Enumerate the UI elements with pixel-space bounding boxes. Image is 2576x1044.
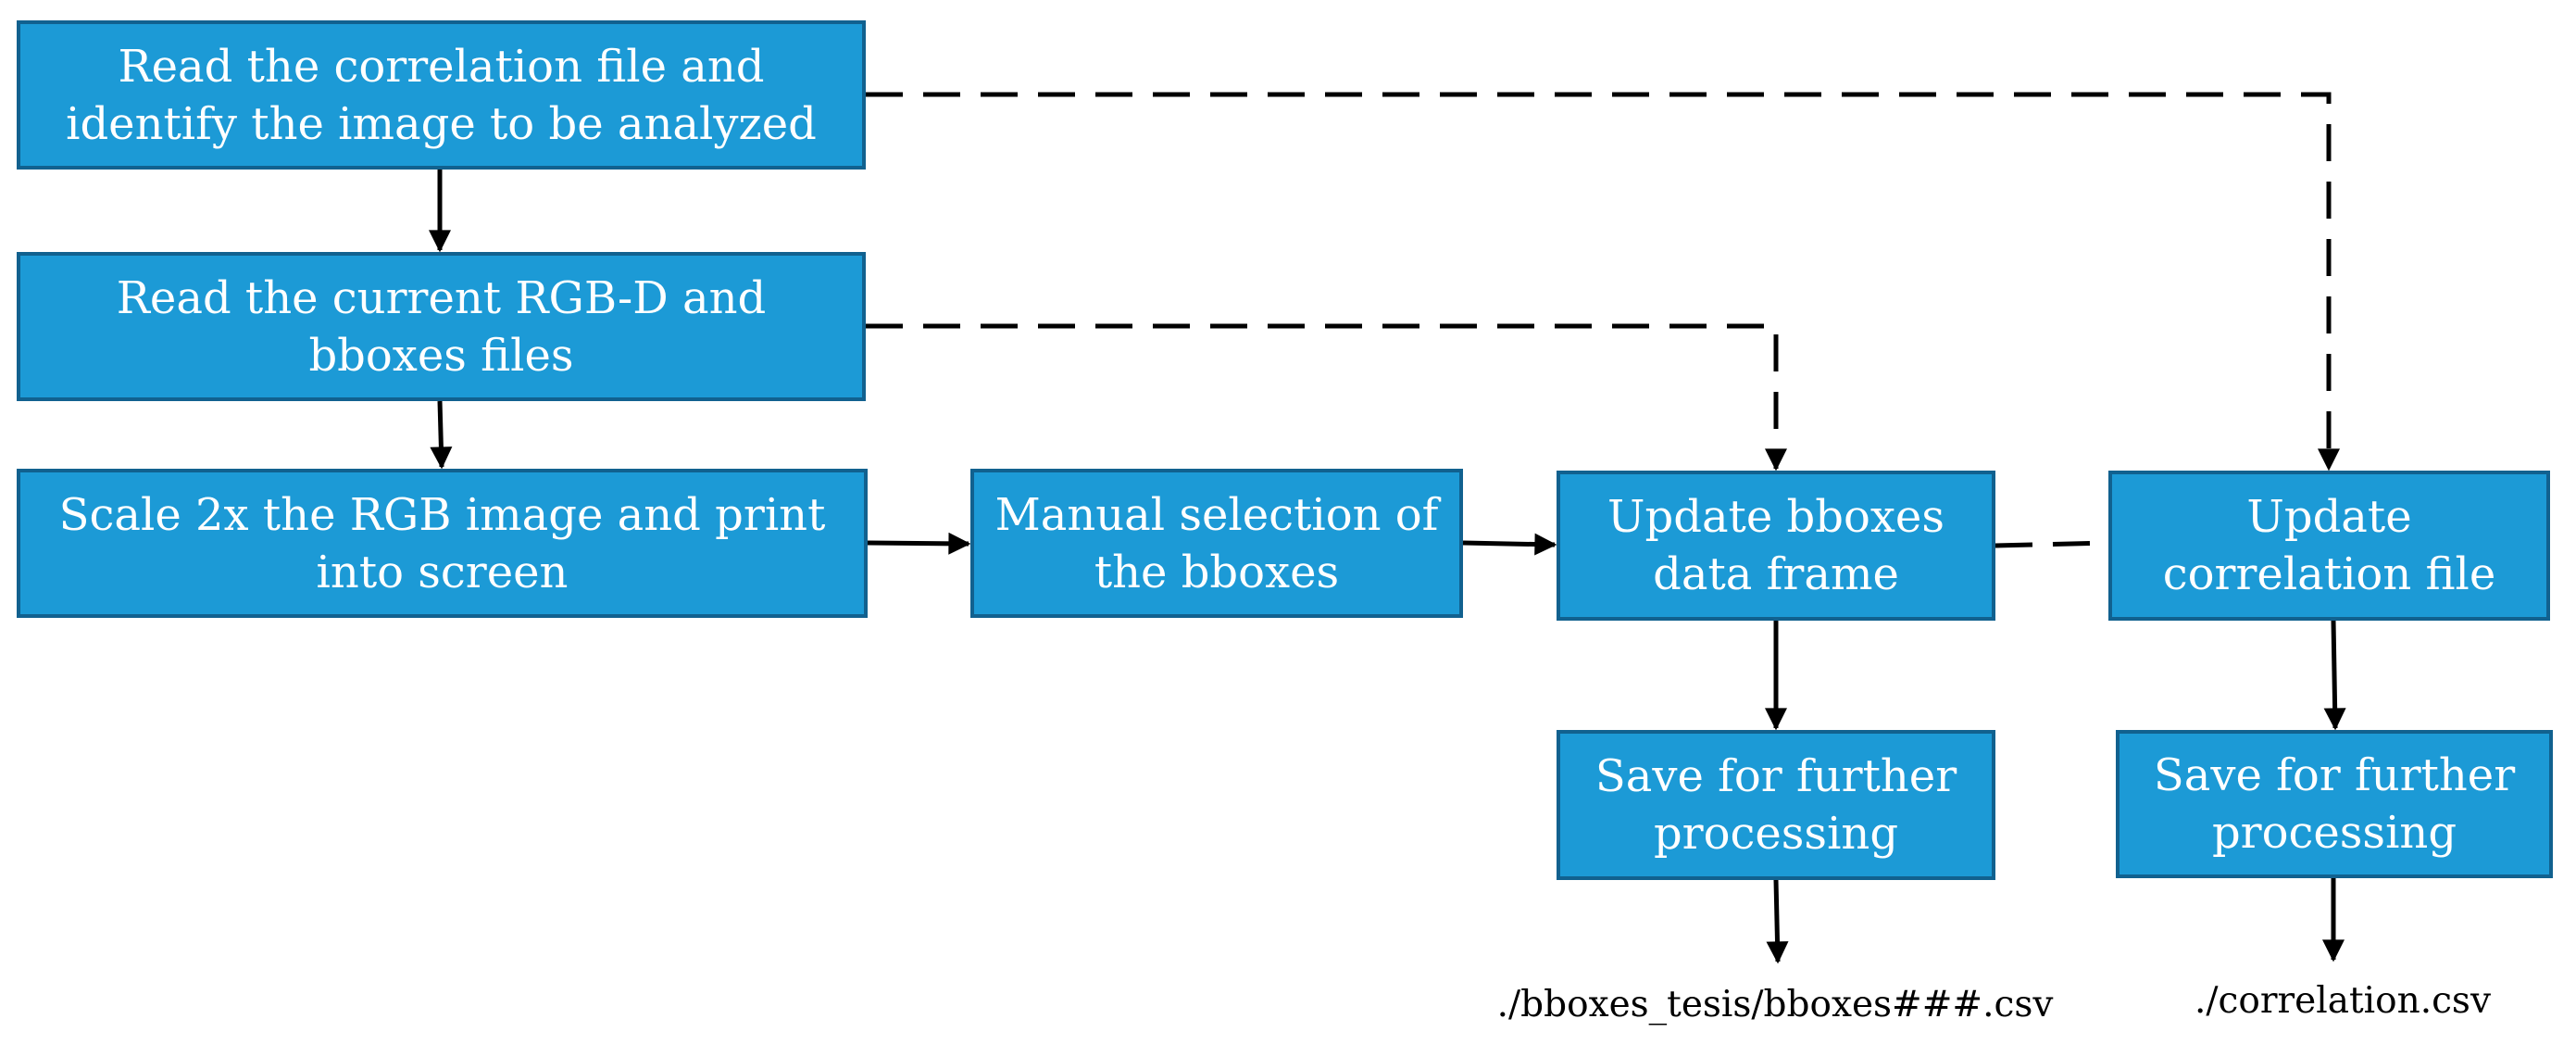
node-update-correlation-label: Update correlation file <box>2162 491 2496 600</box>
dashed-read-rgbd-to-update-bboxes <box>866 323 1787 472</box>
node-update-correlation: Update correlation file <box>2108 471 2550 621</box>
node-read-correlation-label: Read the correlation file and identify t… <box>66 40 817 150</box>
node-read-rgbd-label: Read the current RGB-D and bboxes files <box>116 271 767 382</box>
output-correlation-csv: ./correlation.csv <box>2195 980 2491 1022</box>
output-bboxes-csv: ./bboxes_tesis/bboxes###.csv <box>1496 984 2054 1025</box>
arrow-manual-selection-to-update-bboxes <box>1462 533 1557 556</box>
node-update-bboxes: Update bboxes data frame <box>1557 471 1995 621</box>
node-scale-rgb: Scale 2x the RGB image and print into sc… <box>17 469 868 618</box>
dashed-read-correlation-to-update-correlation <box>866 92 2340 472</box>
node-save-bboxes-label: Save for further processing <box>1594 750 1957 860</box>
dashed-update-bboxes-to-update-correlation <box>1995 540 2109 548</box>
arrow-save-bboxes-to-bboxes-csv <box>1766 879 1789 964</box>
node-read-rgbd: Read the current RGB-D and bboxes files <box>17 252 866 401</box>
node-save-correlation-label: Save for further processing <box>2153 749 2516 859</box>
node-manual-selection-label: Manual selection of the bboxes <box>994 488 1439 598</box>
arrow-scale-rgb-to-manual-selection <box>867 532 971 555</box>
node-scale-rgb-label: Scale 2x the RGB image and print into sc… <box>58 488 826 598</box>
node-manual-selection: Manual selection of the bboxes <box>970 469 1463 618</box>
arrow-read-rgbd-to-scale-rgb <box>430 400 453 470</box>
node-read-correlation: Read the correlation file and identify t… <box>17 20 866 170</box>
node-save-bboxes: Save for further processing <box>1557 730 1995 880</box>
node-update-bboxes-label: Update bboxes data frame <box>1607 491 1945 600</box>
node-save-correlation: Save for further processing <box>2116 730 2553 878</box>
arrow-update-correlation-to-save-correlation <box>2323 620 2346 731</box>
